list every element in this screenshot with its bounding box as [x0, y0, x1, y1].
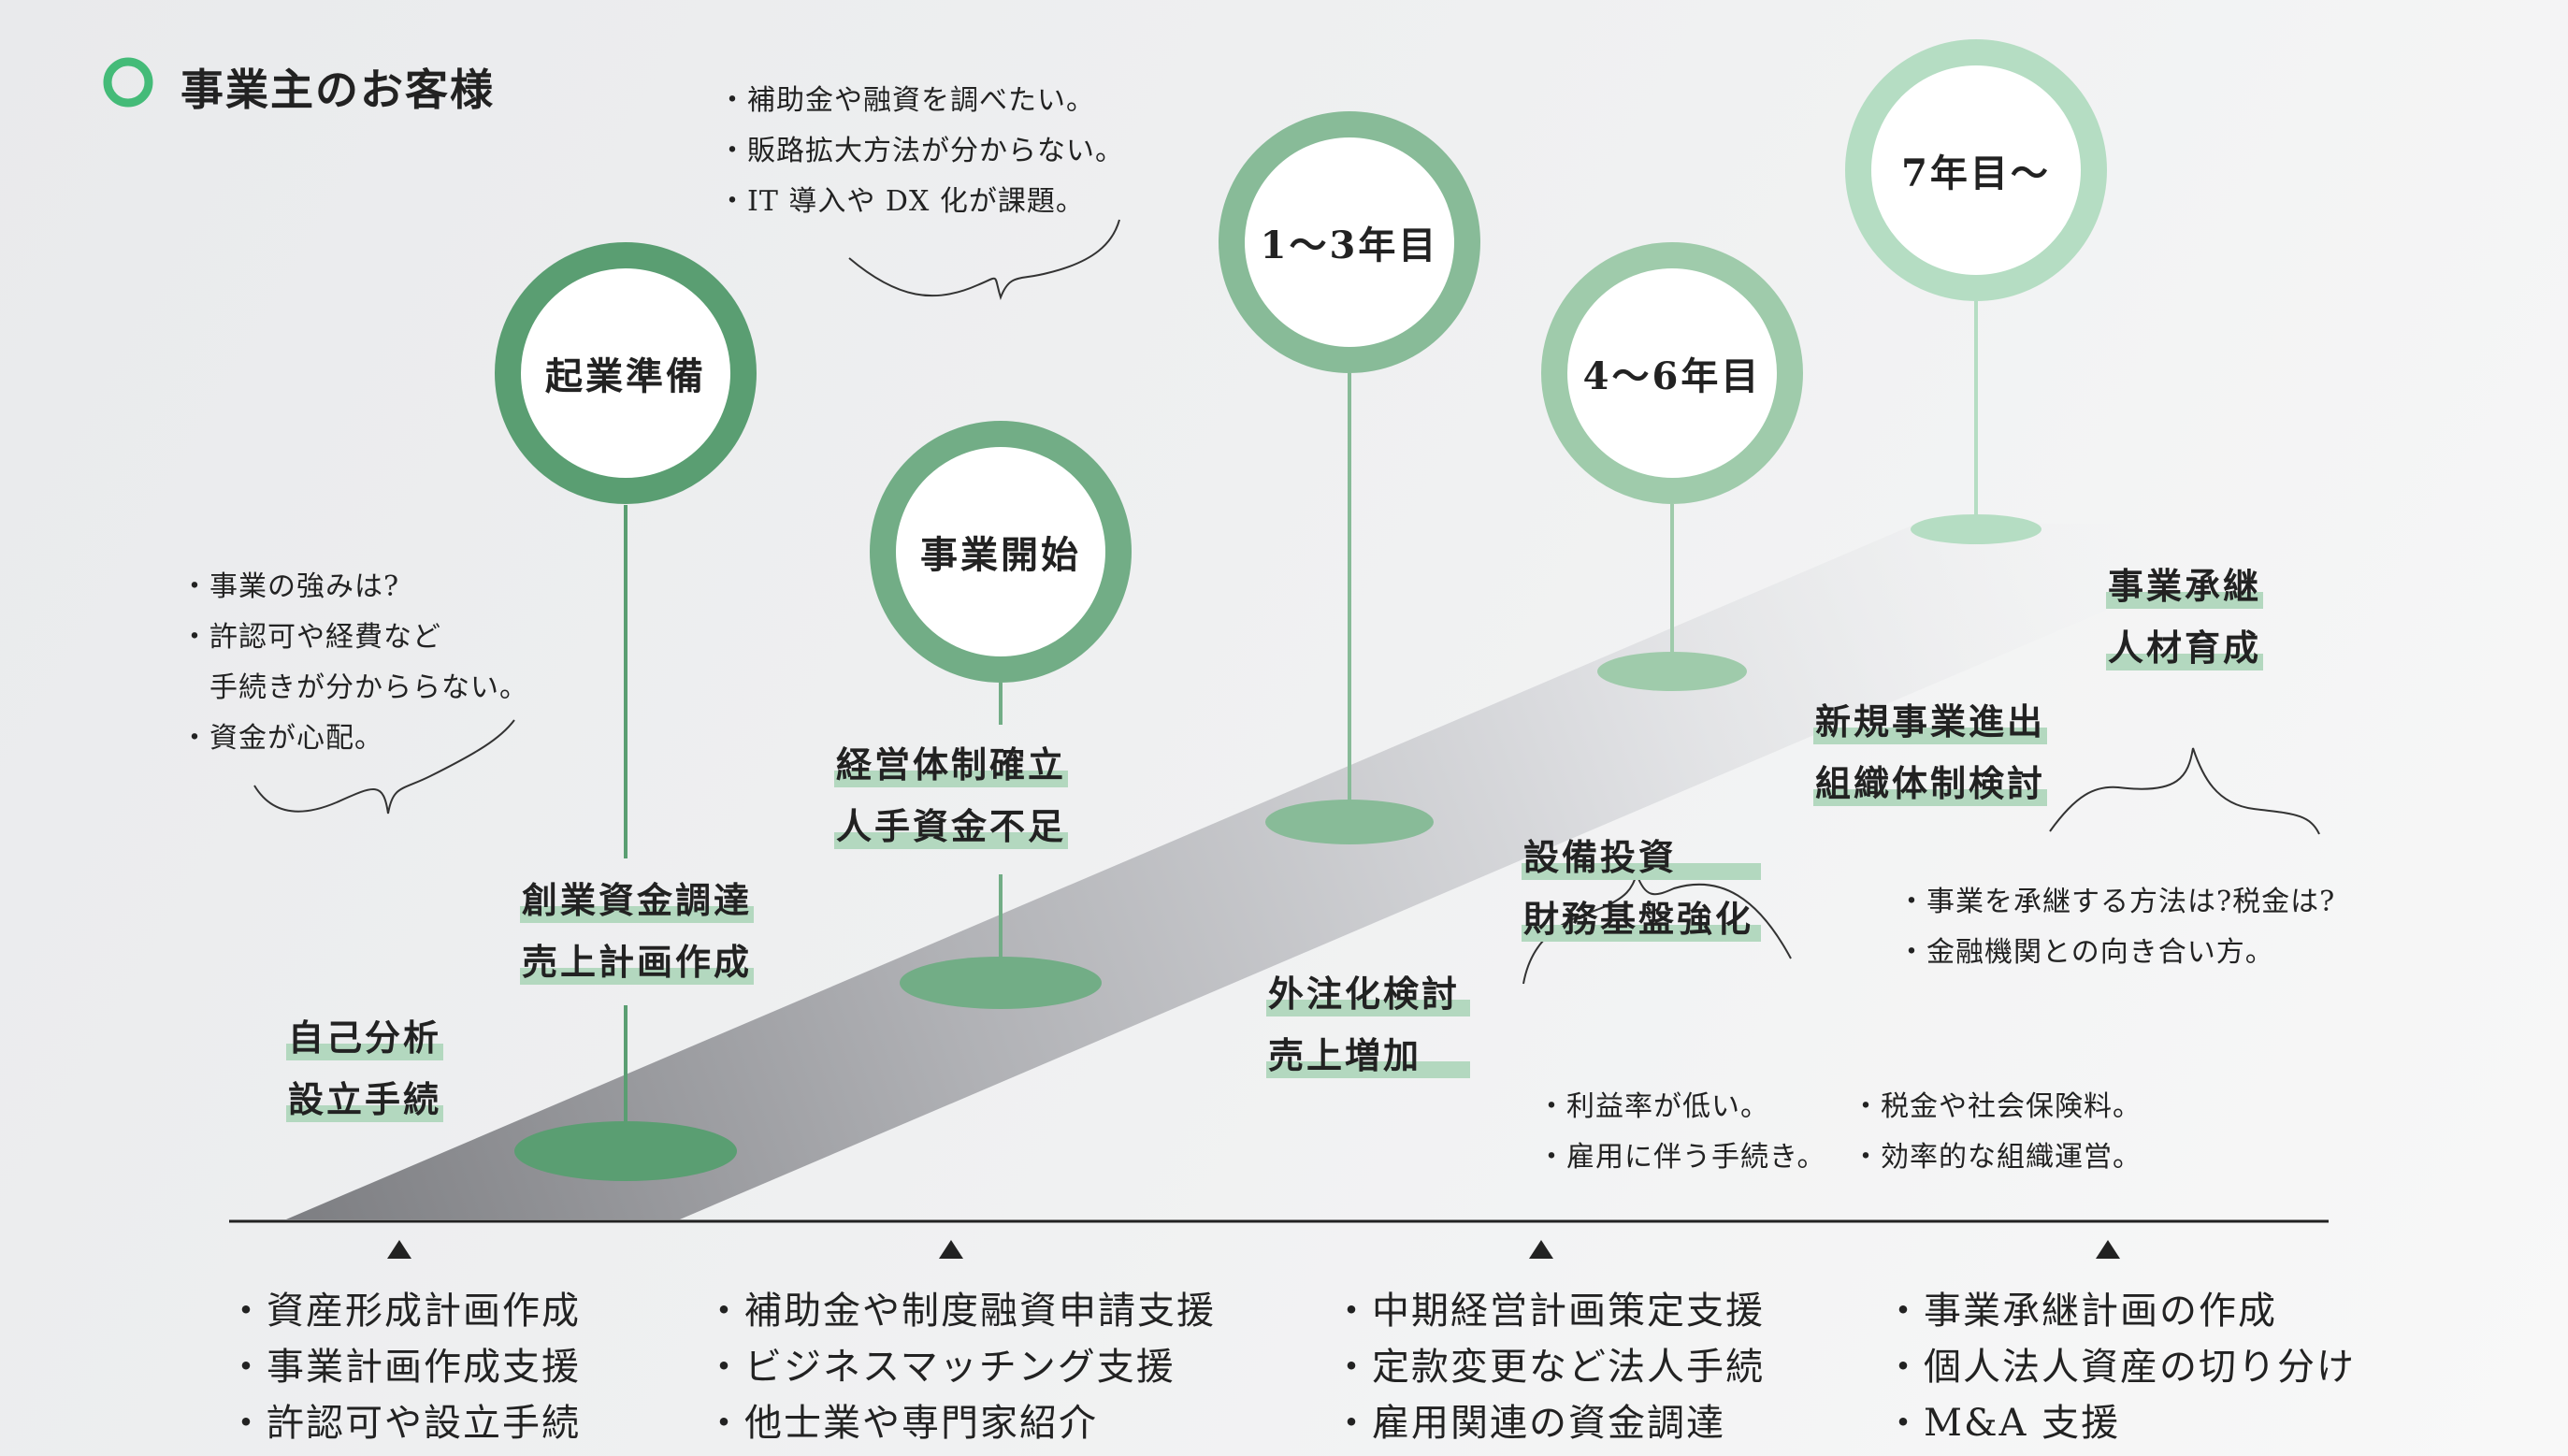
bubble-2: [870, 421, 1132, 683]
triangle-marker-icon: [2096, 1240, 2120, 1259]
task-label: 設備投資: [1522, 835, 1761, 880]
concern-item: ・許認可や経費など: [180, 621, 441, 654]
task-label: 自己分析: [286, 1016, 444, 1060]
concern-item: ・利益率が低い。: [1537, 1090, 1769, 1123]
service-item: ・資産形成計画作成: [227, 1290, 581, 1333]
task-label: 売上増加: [1266, 1033, 1470, 1078]
service-item: ・定款変更など法人手続: [1333, 1346, 1765, 1389]
base-4: [1597, 652, 1747, 691]
page-title: 事業主のお客様: [180, 65, 495, 115]
task-label: 外注化検討: [1266, 972, 1470, 1016]
bubble-1: [495, 242, 757, 504]
task-label: 人手資金不足: [834, 804, 1069, 849]
services-col-3: ・中期経営計画策定支援 ・定款変更など法人手続 ・雇用関連の資金調達: [1333, 1283, 1765, 1451]
concerns-growth-a: ・利益率が低い。 ・雇用に伴う手続き。: [1537, 1082, 1826, 1183]
task-label: 新規事業進出: [1813, 699, 2048, 744]
concerns-succession: ・事業を承継する方法は?税金は? ・金融機関との向き合い方。: [1897, 877, 2335, 978]
services-col-4: ・事業承継計画の作成 ・個人法人資産の切り分け ・M&A 支援: [1884, 1283, 2356, 1451]
task-label: 設立手続: [286, 1077, 444, 1122]
stage-label-year7: 7年目〜: [1901, 151, 2051, 195]
base-1: [514, 1121, 737, 1181]
concern-item: ・効率的な組織運営。: [1852, 1141, 2142, 1174]
concern-item: ・補助金や融資を調べたい。: [718, 84, 1095, 117]
services-col-2: ・補助金や制度融資申請支援 ・ビジネスマッチング支援 ・他士業や専門家紹介: [705, 1283, 1216, 1451]
service-item: ・許認可や設立手続: [227, 1402, 581, 1445]
concern-item: ・雇用に伴う手続き。: [1537, 1141, 1826, 1174]
task-label: 事業承継: [2106, 564, 2264, 609]
bubble-5: [1845, 39, 2107, 301]
title-ring-icon: [103, 57, 153, 108]
concern-item: 手続きが分かららない。: [180, 671, 528, 704]
service-item: ・雇用関連の資金調達: [1333, 1402, 1725, 1445]
service-item: ・他士業や専門家紹介: [705, 1402, 1098, 1445]
service-item: ・事業承継計画の作成: [1884, 1290, 2277, 1333]
concern-item: ・販路拡大方法が分からない。: [718, 135, 1124, 167]
service-item: ・ビジネスマッチング支援: [705, 1346, 1176, 1389]
service-item: ・M&A 支援: [1884, 1402, 2121, 1445]
triangle-marker-icon: [1529, 1240, 1553, 1259]
service-item: ・中期経営計画策定支援: [1333, 1290, 1765, 1333]
task-label: 組織体制検討: [1813, 761, 2048, 806]
growth-path-band: [286, 524, 2309, 1219]
stage-label-year1-3: 1〜3年目: [1260, 223, 1439, 267]
task-label: 創業資金調達: [520, 878, 755, 923]
speech-curve-opening: [848, 219, 1120, 301]
stage-label-year4-6: 4〜6年目: [1582, 354, 1762, 398]
concern-item: ・税金や社会保険料。: [1852, 1090, 2142, 1123]
concerns-opening: ・補助金や融資を調べたい。 ・販路拡大方法が分からない。 ・IT 導入や DX …: [718, 76, 1124, 227]
services-col-1: ・資産形成計画作成 ・事業計画作成支援 ・許認可や設立手続: [227, 1283, 581, 1451]
concern-item: ・金融機関との向き合い方。: [1897, 936, 2274, 969]
task-label: 財務基盤強化: [1522, 897, 1761, 942]
speech-curve-succession: [2049, 747, 2320, 835]
service-item: ・補助金や制度融資申請支援: [705, 1290, 1216, 1333]
concerns-growth-b: ・税金や社会保険料。 ・効率的な組織運営。: [1852, 1082, 2142, 1183]
task-label: 人材育成: [2106, 626, 2264, 670]
concerns-startup: ・事業の強みは? ・許認可や経費など 手続きが分かららない。 ・資金が心配。: [180, 562, 528, 764]
triangle-marker-icon: [387, 1240, 411, 1259]
base-3: [1265, 800, 1434, 844]
stage-label-startup: 起業準備: [545, 354, 706, 398]
triangle-marker-icon: [939, 1240, 963, 1259]
bubble-3: [1219, 111, 1480, 373]
task-label: 経営体制確立: [834, 742, 1069, 787]
concern-item: ・IT 導入や DX 化が課題。: [718, 185, 1085, 218]
bubble-4: [1541, 242, 1803, 504]
concern-item: ・事業を承継する方法は?税金は?: [1897, 886, 2336, 918]
base-2: [900, 957, 1102, 1009]
concern-item: ・事業の強みは?: [180, 570, 400, 603]
speech-curve-startup: [253, 719, 515, 814]
base-5: [1911, 514, 2041, 544]
service-item: ・事業計画作成支援: [227, 1346, 581, 1389]
concern-item: ・資金が心配。: [180, 722, 383, 755]
stage-label-opening: 事業開始: [920, 533, 1081, 577]
task-label: 売上計画作成: [520, 940, 755, 985]
service-item: ・個人法人資産の切り分け: [1884, 1346, 2356, 1389]
